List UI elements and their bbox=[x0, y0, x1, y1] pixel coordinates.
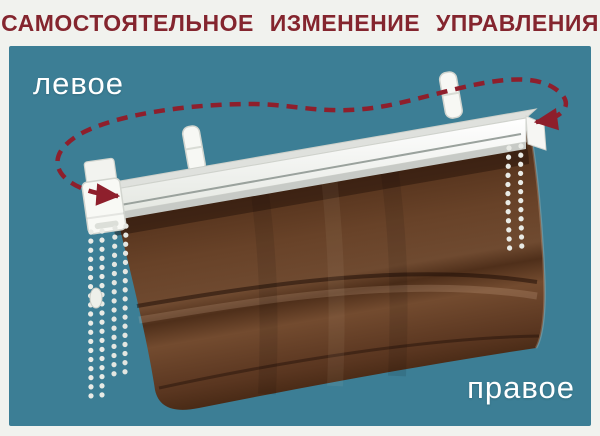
bead-strand bbox=[122, 223, 129, 377]
label-right-side: правое bbox=[467, 370, 575, 405]
bead-chain-left bbox=[87, 223, 129, 401]
drape-highlight bbox=[321, 175, 345, 387]
mounting-bracket-right-icon bbox=[438, 71, 463, 119]
fold-highlight bbox=[138, 284, 538, 324]
page-title: САМОСТОЯТЕЛЬНОЕ ИЗМЕНЕНИЕ УПРАВЛЕНИЯ bbox=[1, 9, 599, 36]
drape-shadow bbox=[380, 164, 408, 377]
bead-strand bbox=[517, 143, 525, 257]
illustration-panel: левое правое bbox=[9, 46, 591, 426]
drape-shadow bbox=[250, 184, 278, 395]
hem-crease bbox=[158, 334, 540, 390]
fold-crease bbox=[136, 272, 538, 308]
mounting-bracket-left-icon bbox=[181, 125, 206, 173]
blind-illustration bbox=[55, 71, 569, 410]
swap-direction-arrow-icon bbox=[55, 77, 569, 206]
title-bar: САМОСТОЯТЕЛЬНОЕ ИЗМЕНЕНИЕ УПРАВЛЕНИЯ bbox=[0, 0, 600, 46]
chain-control-housing bbox=[81, 157, 127, 235]
chain-connector-bead bbox=[89, 287, 103, 309]
bead-strand bbox=[111, 225, 118, 381]
label-left-side: левое bbox=[33, 66, 124, 101]
